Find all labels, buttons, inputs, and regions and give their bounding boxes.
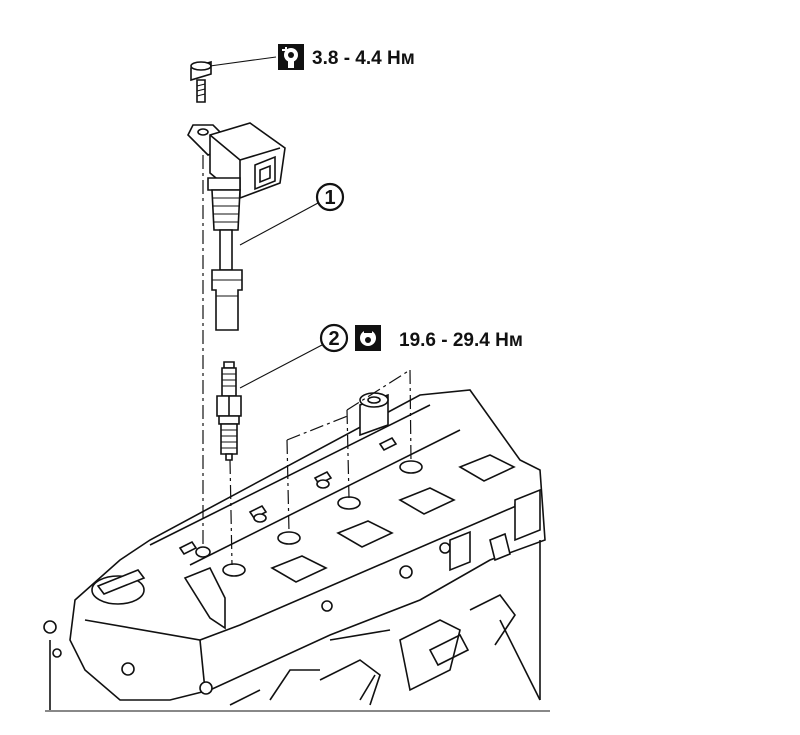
alignment-lines (202, 130, 412, 566)
torque-wrench-icon (278, 44, 304, 70)
engine-cylinder-head (43, 389, 550, 712)
bolt-torque-label: 3.8 - 4.4 Нм (312, 48, 415, 69)
leader-lines (209, 56, 323, 389)
spark-plug-number-label: 2 (328, 328, 339, 350)
spark-plug-torque-callout: 2 19.6 - 29.4 Нм (319, 323, 523, 353)
spark-plug (216, 361, 242, 461)
spark-plug-torque-label: 19.6 - 29.4 Нм (399, 330, 523, 351)
coil-number-callout: 1 (315, 182, 345, 212)
bolt-torque-callout: 3.8 - 4.4 Нм (278, 44, 415, 70)
coil-mounting-bolt (190, 60, 212, 103)
ignition-coil (187, 122, 286, 331)
coil-number-label: 1 (324, 187, 335, 209)
socket-wrench-icon (355, 325, 381, 351)
